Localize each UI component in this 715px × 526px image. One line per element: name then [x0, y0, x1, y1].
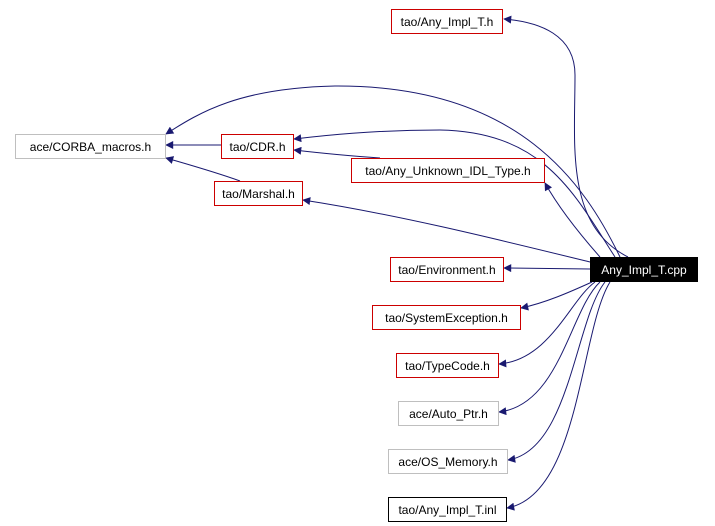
edge-root-to-cdr: [293, 129, 616, 258]
edge-root-to-any-impl-t-inl: [506, 281, 611, 511]
node-root-any-impl-t-cpp: Any_Impl_T.cpp: [590, 257, 698, 282]
edge-unknown-idl-to-cdr: [293, 146, 381, 159]
node-tao-systemexception-h[interactable]: tao/SystemException.h: [372, 305, 521, 330]
edge-root-to-unknown-idl: [544, 182, 601, 258]
edge-root-to-auto-ptr: [498, 281, 601, 416]
edge-root-to-marshal: [302, 197, 591, 263]
edge-marshal-to-corba-macros: [165, 156, 241, 182]
edge-root-to-any-impl-t-h: [503, 15, 629, 258]
node-tao-environment-h[interactable]: tao/Environment.h: [390, 257, 504, 282]
node-ace-corba-macros-h: ace/CORBA_macros.h: [15, 134, 166, 159]
edge-root-to-typecode: [498, 281, 596, 368]
edge-root-to-environment: [503, 264, 591, 273]
edge-root-to-corba-macros: [165, 85, 621, 258]
node-tao-any-impl-t-inl[interactable]: tao/Any_Impl_T.inl: [388, 497, 507, 522]
edge-root-to-os-memory: [507, 281, 606, 463]
edge-root-to-sysexception: [520, 281, 593, 311]
node-ace-auto-ptr-h: ace/Auto_Ptr.h: [398, 401, 499, 426]
node-ace-os-memory-h: ace/OS_Memory.h: [388, 449, 508, 474]
node-tao-any-impl-t-h[interactable]: tao/Any_Impl_T.h: [391, 9, 503, 34]
node-tao-any-unknown-idl-type-h[interactable]: tao/Any_Unknown_IDL_Type.h: [351, 158, 545, 183]
node-tao-marshal-h[interactable]: tao/Marshal.h: [214, 181, 303, 206]
node-tao-cdr-h[interactable]: tao/CDR.h: [221, 134, 294, 159]
node-tao-typecode-h[interactable]: tao/TypeCode.h: [396, 353, 499, 378]
